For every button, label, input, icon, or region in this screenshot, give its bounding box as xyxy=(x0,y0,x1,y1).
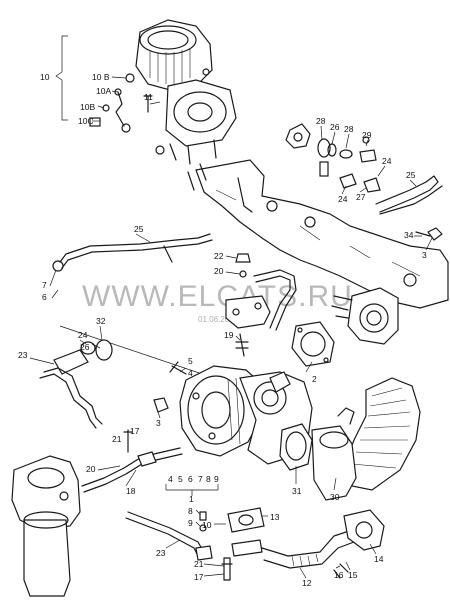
callout-30: 30 xyxy=(330,492,340,502)
callout-12: 12 xyxy=(302,578,312,588)
callout-10b-top: 10 B xyxy=(92,72,110,82)
callout-7: 7 xyxy=(42,280,47,290)
callout-18: 18 xyxy=(126,486,136,496)
callout-14: 14 xyxy=(374,554,384,564)
callout-2: 2 xyxy=(312,374,317,384)
callout-5-b: 5 xyxy=(178,474,183,484)
callout-25-a: 25 xyxy=(406,170,416,180)
callout-8: 8 xyxy=(188,506,193,516)
callout-28-a: 28 xyxy=(316,116,326,126)
callout-6-b: 6 xyxy=(188,474,193,484)
callout-17-b: 17 xyxy=(194,572,204,582)
fitting-group-top-right xyxy=(285,123,443,241)
gasket-2 xyxy=(291,321,335,367)
callout-28-b: 28 xyxy=(344,124,354,134)
callout-10c: 10C xyxy=(78,116,94,126)
callout-13: 13 xyxy=(270,512,280,522)
callout-26: 26 xyxy=(330,122,340,132)
exhaust-downpipe-12 xyxy=(227,507,385,579)
charge-air-manifold xyxy=(187,159,449,309)
oil-feed-pipe xyxy=(253,269,297,331)
callout-31: 31 xyxy=(292,486,302,496)
callout-22: 22 xyxy=(214,251,224,261)
bolt-stack-22-20-19 xyxy=(225,253,271,357)
watermark-text: WWW.ELCATS.RU xyxy=(82,280,353,313)
leader-lines xyxy=(29,76,433,579)
callout-10-b: 10 xyxy=(202,520,212,530)
callout-17-a: 17 xyxy=(130,426,140,436)
callout-15: 15 xyxy=(348,570,358,580)
callout-3-b: 3 xyxy=(156,418,161,428)
callout-27: 27 xyxy=(356,192,366,202)
bolt-11 xyxy=(143,95,153,113)
stud-4-5 xyxy=(169,361,187,375)
hose-clamp-group-left xyxy=(39,325,221,429)
fasteners-bottom xyxy=(199,511,233,581)
callout-4: 4 xyxy=(188,368,193,378)
callout-24-c: 24 xyxy=(78,330,88,340)
bracket-10 xyxy=(55,35,68,121)
intake-hose-30 xyxy=(279,377,421,501)
vacuum-hose-10a xyxy=(89,73,135,133)
callout-29: 29 xyxy=(362,130,372,140)
callout-10b-bottom: 10B xyxy=(80,102,95,112)
callout-3-a: 3 xyxy=(422,250,427,260)
exhaust-flange xyxy=(331,287,399,345)
oil-filter-housing xyxy=(11,455,81,597)
callout-23-b: 23 xyxy=(156,548,166,558)
callout-11: 11 xyxy=(144,92,153,102)
callout-7-b: 7 xyxy=(198,474,203,484)
callout-24-a: 24 xyxy=(382,156,392,166)
oil-return-pipe-23 xyxy=(125,511,213,561)
callout-34: 34 xyxy=(404,230,414,240)
callout-10a: 10A xyxy=(96,86,111,96)
callout-8-b: 8 xyxy=(206,474,211,484)
oil-return-pipe-25 xyxy=(52,233,213,272)
callout-26-b: 26 xyxy=(80,342,90,352)
callout-20-b: 20 xyxy=(86,464,96,474)
callout-9: 9 xyxy=(188,518,193,528)
nut-3 xyxy=(153,397,169,413)
callout-32: 32 xyxy=(96,316,106,326)
date-stamp: 01.06.20 xyxy=(198,315,230,324)
callout-21-a: 21 xyxy=(112,434,122,444)
callout-16: 16 xyxy=(334,570,344,580)
callout-20-a: 20 xyxy=(214,266,224,276)
air-mass-meter-assembly xyxy=(135,19,237,165)
callout-9-b: 9 xyxy=(214,474,219,484)
callout-5-a: 5 xyxy=(188,356,193,366)
callout-19: 19 xyxy=(224,330,234,340)
callout-labels: 10 10 B 10A 10B 10C 11 28 26 28 29 24 25… xyxy=(18,72,427,588)
callout-25-b: 25 xyxy=(134,224,144,234)
callout-1: 1 xyxy=(189,494,194,504)
callout-6: 6 xyxy=(42,292,47,302)
callout-24-b: 24 xyxy=(338,194,348,204)
oil-pipe-18 xyxy=(81,429,183,493)
callout-21-b: 21 xyxy=(194,559,204,569)
callout-4-b: 4 xyxy=(168,474,173,484)
callout-10: 10 xyxy=(40,72,50,82)
callout-23-a: 23 xyxy=(18,350,28,360)
